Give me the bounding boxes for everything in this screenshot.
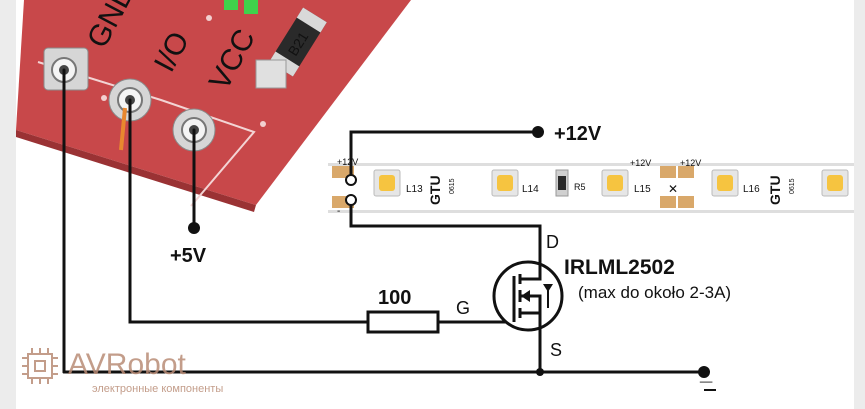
code-label-2: 0615 (789, 178, 796, 194)
cut-pad-bottom-left (660, 196, 676, 208)
strip-label-plus: +12V (337, 157, 358, 167)
gate-resistor (366, 310, 440, 334)
green-led-1 (224, 0, 238, 10)
led-l14 (491, 169, 519, 197)
label-12v: +12V (554, 123, 602, 145)
cut-mark-icon: ✕ (668, 182, 678, 196)
strip-resistor (555, 169, 569, 197)
wires (62, 68, 706, 374)
smd-resistor: B21 (269, 7, 327, 77)
gate-wire-orange-segment (119, 107, 127, 151)
strip-label-minus: - (337, 206, 340, 217)
wire-drain (349, 198, 542, 264)
strip-node-plus (345, 174, 357, 186)
smd-pad (255, 59, 287, 89)
led-label-l14: L14 (522, 184, 539, 195)
mosfet-symbol (492, 260, 564, 332)
junction-5v (188, 222, 200, 234)
junction-12v (532, 126, 544, 138)
diagram-frame: GND I/O VCC B21 +12V - L13 (16, 0, 854, 409)
cut-label-2: +12V (680, 158, 701, 168)
board-pcb (16, 0, 411, 205)
cut-label-1: +12V (630, 158, 651, 168)
board-edge (16, 130, 256, 212)
led-strip: +12V - L13 GTU 0615 L14 R5 L15 +12V +12V (328, 157, 854, 220)
label-source: S (550, 340, 562, 360)
led-l17 (821, 169, 849, 197)
green-led-2 (244, 0, 258, 14)
strip-node-minus (345, 194, 357, 206)
code-label-1: 0615 (449, 178, 456, 194)
led-label-l15: L15 (634, 184, 651, 195)
led-label-l13: L13 (406, 184, 423, 195)
via (101, 95, 107, 101)
cut-pad-top-right (678, 166, 694, 178)
resistor-label-r5: R5 (574, 182, 586, 192)
mosfet-name: IRLML2502 (564, 256, 675, 279)
watermark: AVRobot электронные компоненты (22, 348, 223, 395)
watermark-brand: AVRobot (68, 348, 187, 381)
gtu-label-2: GTU (767, 175, 783, 205)
via (206, 15, 212, 21)
cut-pad-bottom-right (678, 196, 694, 208)
pad-gnd (43, 47, 89, 91)
label-drain: D (546, 232, 559, 252)
via (260, 121, 266, 127)
label-5v: +5V (170, 245, 207, 267)
gtu-label-1: GTU (427, 175, 443, 205)
label-gate: G (456, 298, 470, 318)
led-l15 (601, 169, 629, 197)
wire-12v (349, 130, 540, 182)
led-l16 (711, 169, 739, 197)
cut-pad-top-left (660, 166, 676, 178)
strip-base (328, 158, 854, 220)
junction-ground (536, 368, 544, 376)
mosfet-note: (max do około 2-3A) (578, 283, 731, 302)
led-label-l16: L16 (743, 184, 760, 195)
label-resistor-value: 100 (378, 287, 411, 309)
watermark-tagline: электронные компоненты (92, 383, 223, 395)
schematic-canvas: GND I/O VCC B21 +12V - L13 (16, 0, 854, 395)
chip-logo-icon (22, 348, 58, 384)
led-l13 (373, 169, 401, 197)
wire-gate-left (128, 98, 370, 324)
label-ground: _ (699, 360, 713, 385)
junction-ground-end (698, 366, 710, 378)
